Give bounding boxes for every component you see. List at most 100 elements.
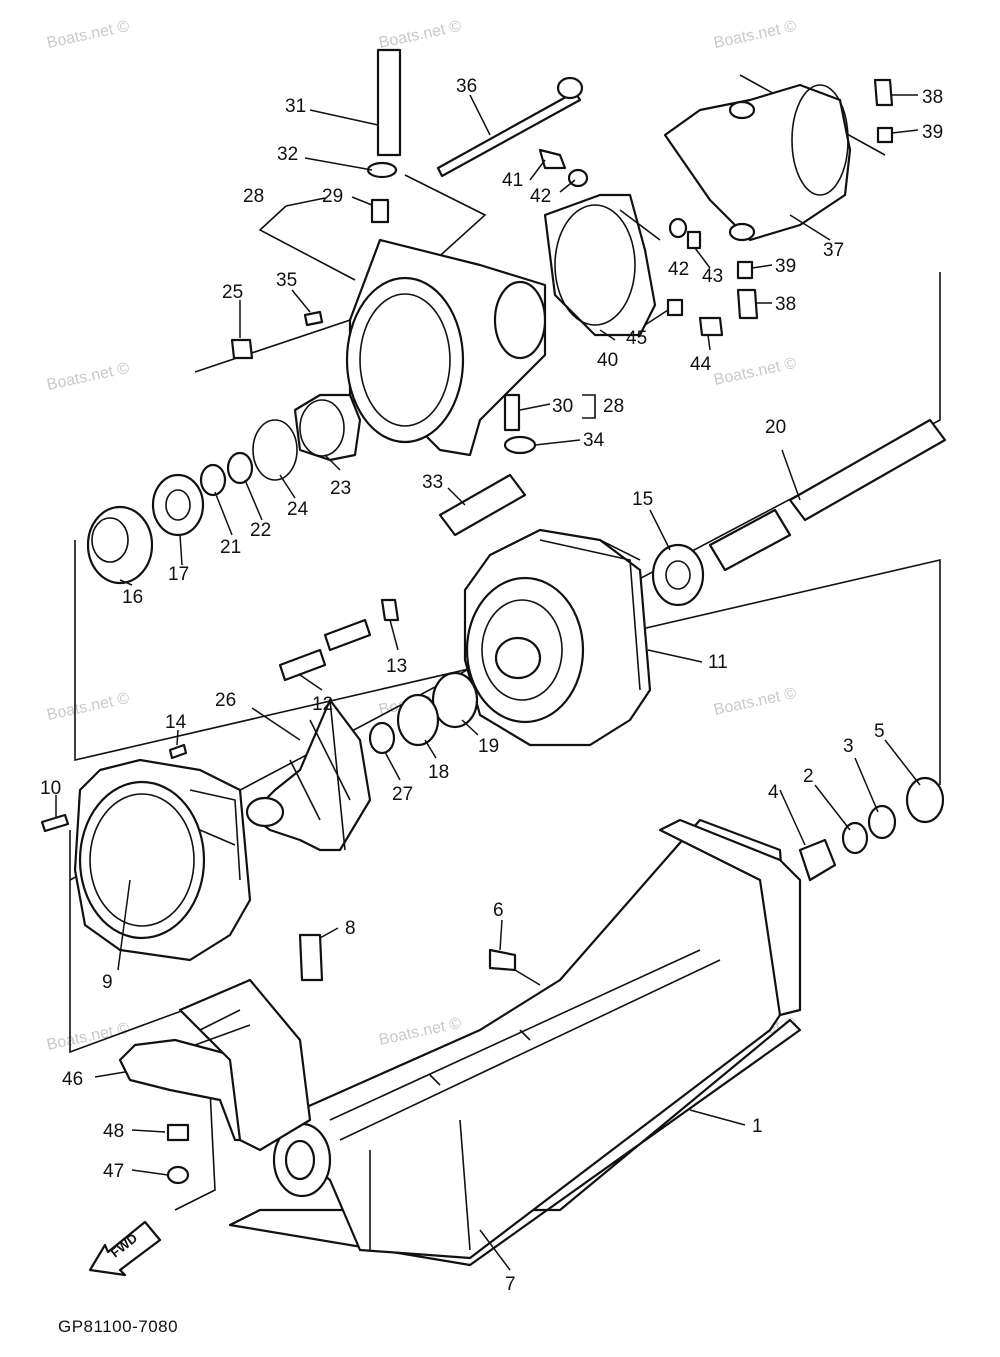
leader-42b — [619, 209, 661, 241]
callout-33: 33 — [422, 472, 443, 493]
shafts — [40, 48, 947, 833]
callout-28: 28 — [243, 186, 264, 207]
pin-30 — [503, 393, 521, 432]
bearing-15 — [651, 543, 705, 607]
shaft-sleeve — [708, 508, 792, 572]
callout-17: 17 — [168, 564, 189, 585]
drive-shaft-20 — [788, 418, 947, 522]
drawing-code: GP81100-7080 — [58, 1317, 179, 1336]
leader-12 — [299, 674, 323, 691]
leader-47 — [131, 1169, 169, 1176]
collar-12b — [323, 618, 372, 652]
leader-21 — [214, 491, 233, 536]
cone-40-body — [543, 193, 657, 337]
nozzle-outlet — [493, 280, 547, 360]
callout-43: 43 — [702, 266, 723, 287]
impeller-housing — [73, 758, 252, 962]
pin-10 — [40, 813, 70, 833]
callout-7: 7 — [505, 1274, 516, 1295]
pin-35 — [303, 310, 324, 327]
callout-32: 32 — [277, 144, 298, 165]
leader-7 — [479, 1229, 511, 1271]
callout-31: 31 — [285, 96, 306, 117]
liner-16-bore — [91, 517, 129, 563]
bolt-29 — [370, 198, 390, 224]
callout-6: 6 — [493, 900, 504, 921]
housing-9-ring — [78, 780, 206, 940]
watermark: Boats.net © — [377, 18, 463, 52]
callout-18: 18 — [428, 762, 449, 783]
leader-3 — [854, 757, 879, 813]
callout-38: 38 — [922, 87, 943, 108]
nozzle-assembly — [293, 238, 547, 462]
duct-11-hub — [494, 636, 542, 680]
callout-1: 1 — [752, 1116, 763, 1137]
callout-19: 19 — [478, 736, 499, 757]
callout-42b: 42 — [668, 259, 689, 280]
leader-36 — [469, 94, 491, 136]
callout-40: 40 — [597, 350, 618, 371]
callout-23: 23 — [330, 478, 351, 499]
leader-20 — [781, 449, 801, 501]
leader-13 — [389, 619, 399, 651]
callout-26: 26 — [215, 690, 236, 711]
leader-2 — [814, 784, 851, 831]
callout-14: 14 — [165, 712, 187, 733]
leader-39 — [891, 129, 919, 134]
callout-36: 36 — [456, 76, 477, 97]
duct — [463, 528, 652, 747]
forward-arrow: FWD — [88, 1220, 162, 1277]
leader-26 — [251, 707, 301, 741]
callout-45: 45 — [626, 328, 647, 349]
leader-8 — [319, 927, 339, 939]
tube-31 — [376, 48, 402, 157]
callout-21: 21 — [220, 537, 241, 558]
leader-18 — [424, 739, 437, 759]
bolt-6 — [488, 948, 517, 972]
hose-33 — [438, 473, 527, 537]
callout-25: 25 — [222, 282, 243, 303]
duct-11-stator — [481, 599, 563, 701]
leader-14 — [176, 729, 179, 746]
pump-housing — [228, 818, 802, 1267]
washer-42b — [668, 217, 688, 239]
callout-3: 3 — [843, 736, 854, 757]
leader-44 — [707, 334, 711, 351]
callout-22: 22 — [250, 520, 271, 541]
small-parts — [86, 78, 945, 1185]
bolt-36 — [436, 90, 582, 178]
callout-39b: 39 — [775, 256, 796, 277]
housing-intake-bore — [284, 1139, 316, 1181]
leader-46 — [94, 1071, 126, 1078]
housing-ribs — [329, 949, 721, 1141]
bracket-30 — [582, 394, 596, 419]
nozzle-bore — [359, 293, 451, 427]
leader-17 — [179, 534, 183, 566]
bolt-38b — [736, 288, 759, 320]
bolt-48 — [166, 1123, 190, 1142]
callout-41: 41 — [502, 170, 523, 191]
nut-22 — [226, 451, 254, 485]
nozzle-cone-40 — [543, 193, 657, 337]
callout-numbers: 31 32 28 29 25 35 36 41 42 42 43 40 45 4… — [40, 76, 943, 1295]
watermark: Boats.net © — [712, 18, 798, 52]
leader-6b — [514, 969, 541, 986]
leader-43 — [694, 247, 711, 269]
leader-42 — [559, 179, 576, 193]
leader-22 — [244, 479, 263, 521]
callout-38b: 38 — [775, 294, 796, 315]
liner-16 — [86, 505, 154, 585]
callout-24: 24 — [287, 499, 309, 520]
impeller-hub — [245, 796, 285, 828]
bearing-18 — [396, 693, 440, 747]
callout-2: 2 — [803, 766, 814, 787]
group-line-upper — [69, 272, 941, 881]
callout-48: 48 — [103, 1121, 124, 1142]
bearing-17-bore — [165, 489, 191, 521]
leader-24 — [279, 474, 296, 499]
leader-39b — [751, 264, 773, 269]
cone-40-ring — [554, 204, 636, 326]
steering-nozzle-lug-top — [728, 100, 756, 120]
bolt-41 — [538, 148, 567, 170]
